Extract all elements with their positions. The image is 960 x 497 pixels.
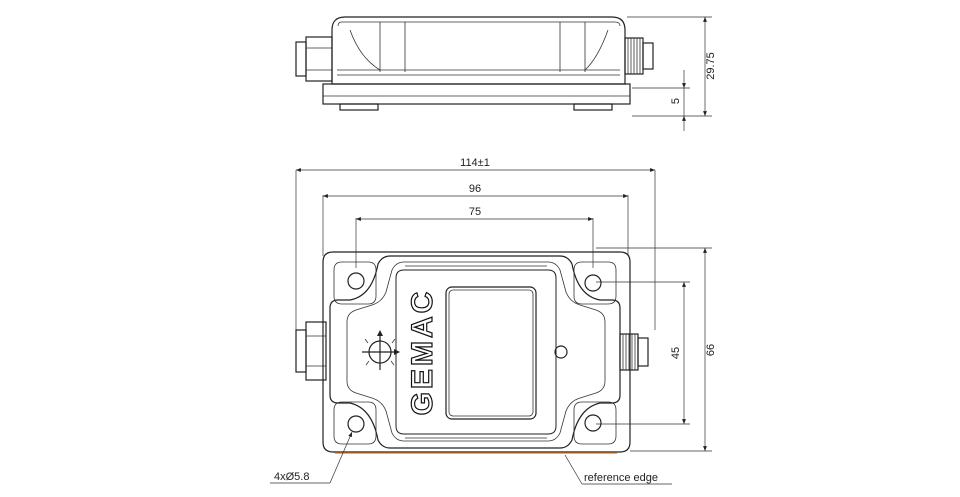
dim-vertical-hole-spacing: 45 [670, 347, 682, 359]
mounting-hole-icon [333, 401, 377, 445]
cable-gland-icon [295, 36, 333, 82]
top-view: 114±1 96 75 45 66 [270, 157, 717, 485]
reference-edge-label: reference edge [584, 472, 658, 484]
dim-base-thickness: 5 [670, 98, 682, 104]
cable-gland-icon [295, 321, 327, 381]
brand-logo-text: GEMAC [406, 289, 439, 416]
m12-connector-icon [624, 37, 654, 75]
dim-outer-hole-spacing: 96 [469, 183, 481, 195]
dim-height-total: 29.75 [705, 52, 717, 80]
display-window [445, 286, 537, 420]
mounting-hole-icon [573, 401, 617, 445]
mounting-hole-icon [573, 261, 617, 305]
mounting-hole-icon [333, 261, 377, 305]
axis-marker-icon [362, 330, 400, 370]
hole-callout-label: 4xØ5.8 [274, 471, 309, 483]
dim-overall-width: 66 [705, 344, 717, 356]
dim-inner-hole-spacing: 75 [469, 206, 481, 218]
dim-overall-length: 114±1 [460, 157, 490, 169]
side-view: 29.75 5 [295, 16, 717, 131]
led-indicator [554, 345, 568, 359]
m12-connector-icon [619, 333, 649, 371]
